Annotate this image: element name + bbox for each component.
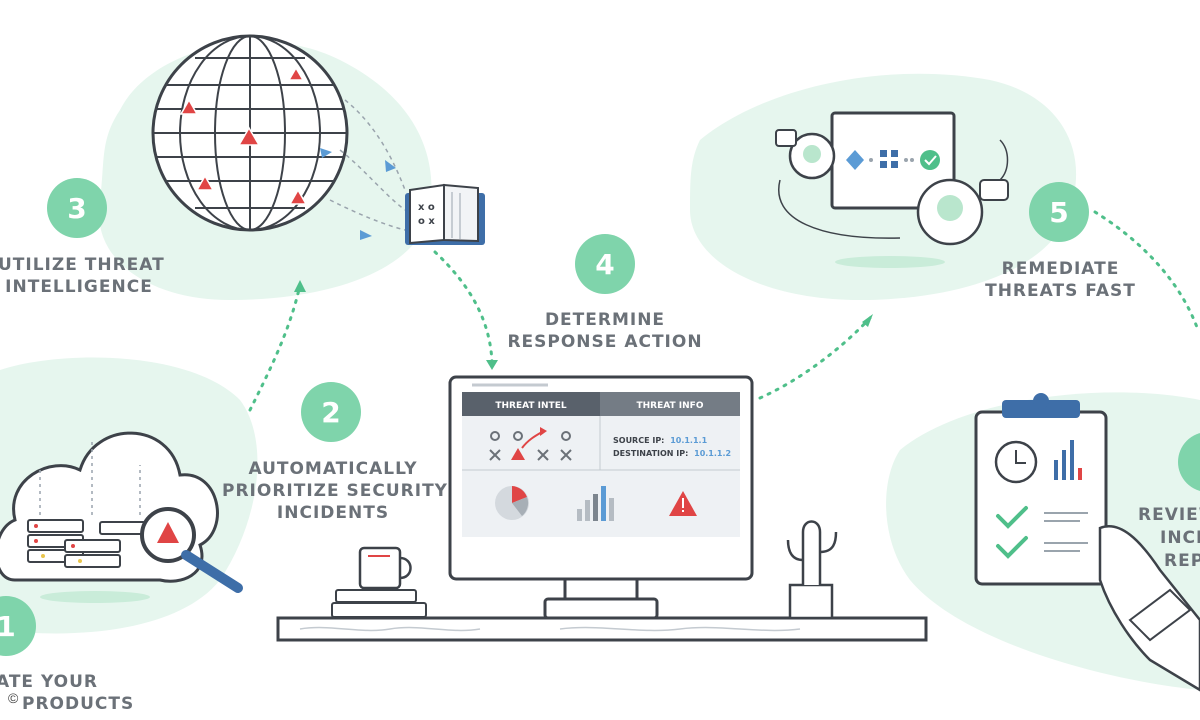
checkmark-icons (996, 506, 1028, 559)
step-5-label: REMEDIATE THREATS FAST (983, 258, 1138, 302)
step-2-label-line-1: AUTOMATICALLY (248, 459, 418, 479)
cactus-plant-icon (786, 520, 838, 620)
step-2-label: AUTOMATICALLY PRIORITIZE SECURITY INCIDE… (222, 458, 448, 524)
step-badge-4: 4 (575, 234, 635, 294)
destination-ip-label: DESTINATION IP: (613, 449, 688, 458)
step-5-label-line-2: THREATS FAST (985, 281, 1136, 301)
svg-text:SOURCE IP: 10.1.1.1: SOURCE IP: 10.1.1.1 (613, 436, 708, 445)
svg-text:o x: o x (418, 216, 435, 227)
step-5-label-line-1: REMEDIATE (1001, 259, 1120, 279)
globe-illustration (151, 34, 349, 232)
bar-chart-icon (577, 486, 614, 521)
threat-intel-tab (462, 392, 600, 416)
monitor-illustration: THREAT INTEL THREAT INFO SOURCE IP: 10.1… (448, 375, 754, 620)
step-4-label-line-1: DETERMINE (544, 310, 666, 330)
step-1-label-line-1: ATE YOUR (0, 672, 99, 692)
connector-monitor-to-5 (758, 316, 872, 400)
coffee-mug-icon (358, 546, 412, 590)
step-4-label-line-2: RESPONSE ACTION (507, 332, 703, 352)
step-3-label: UTILIZE THREAT INTELLIGENCE (0, 254, 165, 298)
svg-text:x o: x o (418, 202, 435, 213)
alert-warning-icon (669, 491, 697, 516)
threat-info-tab (600, 392, 740, 416)
books-stack-icon (331, 589, 427, 618)
step-badge-3: 3 (47, 178, 107, 238)
clipboard-report-illustration (974, 393, 1200, 692)
step-6-label: REVIEW INCI REP (1138, 504, 1200, 573)
step-6-label-line-1: REVIEW (1138, 505, 1200, 525)
threat-intel-tab-label: THREAT INTEL (495, 401, 566, 411)
monitor-stand (543, 597, 659, 620)
step-2-label-line-3: INCIDENTS (276, 503, 390, 523)
step-badge-5: 5 (1029, 182, 1089, 242)
connector-arrowheads (294, 280, 873, 370)
threat-info-tab-label: THREAT INFO (637, 401, 704, 411)
server-rack-icons (27, 519, 146, 568)
desk-illustration (276, 520, 928, 642)
magnifier-alert-icon (140, 507, 243, 593)
cloud-servers-illustration (0, 431, 243, 603)
step-1-label: ATE YOUR PRODUCTS (0, 671, 134, 715)
copyright-mark: © (8, 690, 19, 706)
step-badge-2: 2 (301, 382, 361, 442)
step-3-label-line-1: UTILIZE THREAT (0, 255, 165, 275)
step-badge-6 (1178, 432, 1200, 492)
workflow-connectors (248, 210, 1200, 412)
source-ip-value: 10.1.1.1 (670, 436, 707, 445)
monitor-neck (563, 577, 639, 601)
threat-intel-playbook-grid (489, 431, 572, 461)
step-1-label-line-2: PRODUCTS (22, 694, 135, 714)
stream-arrow-icons (320, 148, 396, 240)
intel-data-streams (329, 99, 406, 231)
step-4-label: DETERMINE RESPONSE ACTION (505, 309, 705, 353)
destination-ip-value: 10.1.1.2 (694, 449, 731, 458)
threat-intel-book-icon: x o o x (405, 183, 485, 245)
connector-intel-to-4 (433, 250, 494, 364)
step-3-label-line-2: INTELLIGENCE (5, 277, 153, 297)
step-6-label-line-3: REP (1164, 551, 1200, 571)
source-ip-label: SOURCE IP: (613, 436, 664, 445)
pie-chart-icon (495, 486, 529, 520)
globe-alert-icons (179, 66, 308, 205)
step-2-label-line-2: PRIORITIZE SECURITY (222, 481, 448, 501)
svg-text:DESTINATION IP: 10.1.1.2: DESTINATION IP: 10.1.1.2 (613, 449, 731, 458)
collaboration-screen-illustration (775, 111, 1009, 268)
step-6-label-line-2: INCI (1160, 528, 1200, 548)
connector-2-to-3 (248, 283, 302, 412)
connector-5-to-6 (1093, 210, 1200, 332)
